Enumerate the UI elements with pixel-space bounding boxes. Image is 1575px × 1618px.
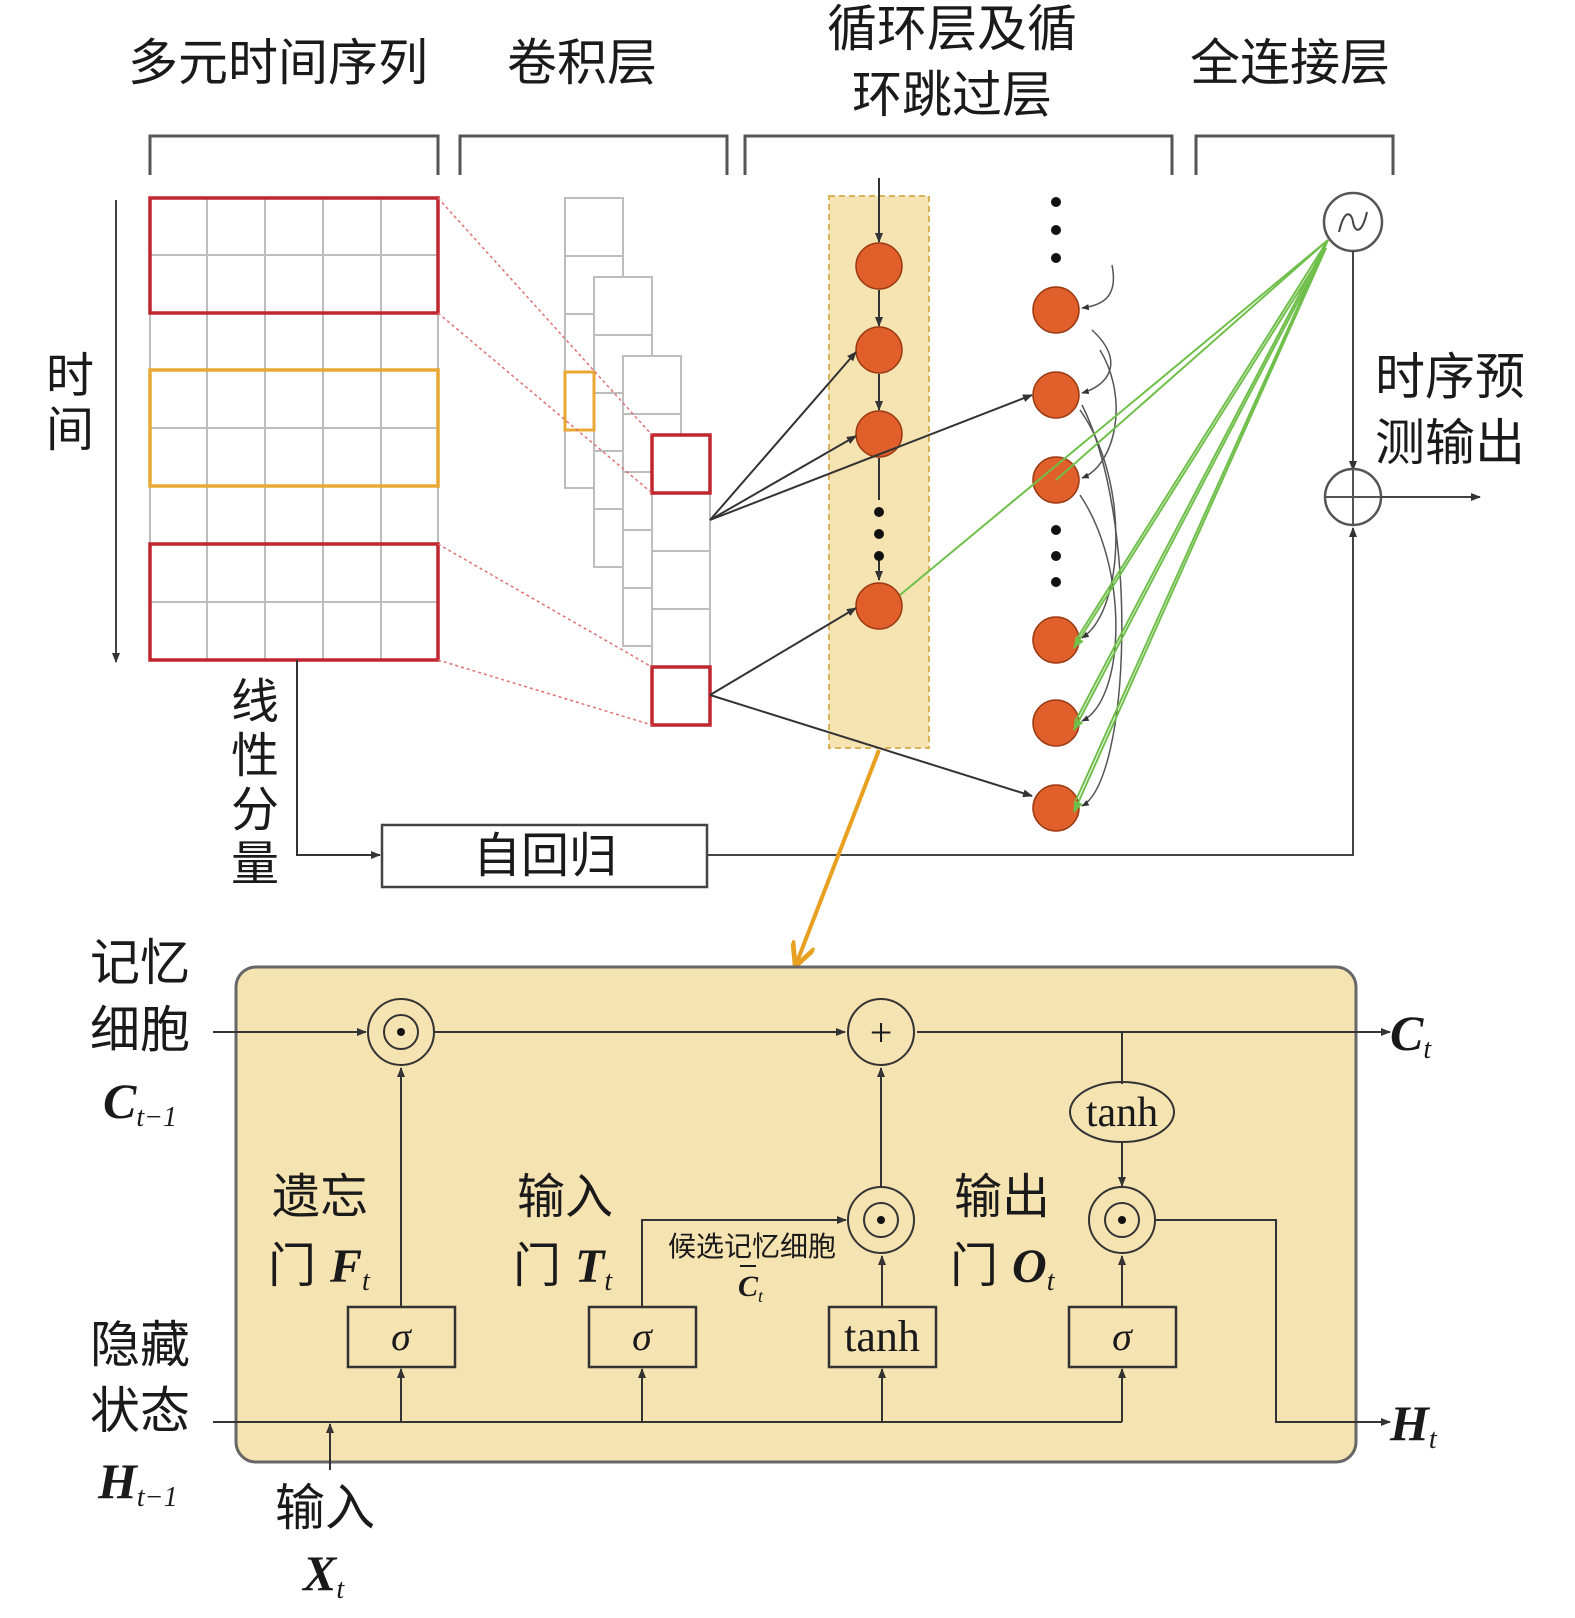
linear-label-4: 量 [231,836,279,892]
rnn-node [855,582,903,630]
forget-multiply-node [367,998,435,1066]
rnn-node [855,410,903,458]
rnn-ellipsis [874,507,884,561]
skip-node [1032,286,1080,334]
skip-ellipsis-top [1051,197,1061,263]
conv-to-recurrent-arrows [709,351,1033,798]
prediction-label-2: 测输出 [1375,414,1525,472]
forget-gate-label-1: 遗忘 [272,1169,368,1225]
conv-cell-top [650,433,712,495]
prediction-label-1: 时序预 [1375,348,1525,406]
section-title-rnn-1: 循环层及循 [827,0,1077,58]
section-brackets [148,134,1395,175]
section-title-fc: 全连接层 [1190,34,1390,92]
skip-connections [1079,264,1123,807]
time-axis-label-1: 时 [46,348,94,404]
c-prev-label: Ct−1 [103,1073,177,1133]
skip-node [1032,699,1080,747]
forget-gate-sigmoid [346,1305,457,1369]
section-title-mts: 多元时间序列 [128,34,428,92]
mts-window-middle [148,368,440,488]
mts-window-top [148,196,440,315]
section-title-conv: 卷积层 [507,34,657,92]
linear-label-1: 线 [231,674,279,730]
input-gate-label-1: 输入 [517,1169,613,1225]
rnn-node [855,326,903,374]
time-axis-label-2: 间 [46,402,94,458]
mts-window-bottom [148,542,440,662]
linear-label-2: 性 [231,728,279,784]
rnn-node [855,242,903,290]
skip-node [1032,784,1080,832]
add-symbol: + [870,1010,893,1055]
skip-node [1032,371,1080,419]
linear-label-3: 分 [231,782,279,838]
output-gate-label-1: 输出 [954,1169,1050,1225]
x-label: Xt [301,1545,345,1605]
candidate-symbol: Ct [738,1270,764,1306]
h-out-arrow [1156,1219,1391,1426]
autoregression-label: 自回归 [473,828,617,884]
h-prev-label: Ht−1 [97,1453,178,1513]
conv-projection-lines [437,197,653,726]
forget-gate-sigma: σ [391,1314,412,1359]
memory-cell-label-1: 记忆 [90,934,190,992]
section-title-rnn-2: 环跳过层 [852,66,1052,124]
conv-cell-orange [563,370,596,432]
skip-ellipsis-middle [1051,525,1061,587]
memory-cell-label-2: 细胞 [90,1001,190,1059]
skip-node [1032,616,1080,664]
h-out-label: Ht [1389,1395,1438,1455]
fc-activation-icon [1338,211,1368,233]
memory-add-node [847,998,915,1066]
autoregression-box [380,823,709,889]
candidate-label: 候选记忆细胞 [668,1230,836,1263]
output-gate-sigma: σ [1112,1314,1133,1359]
conv-feature-maps [564,197,711,726]
hidden-state-label-2: 状态 [90,1382,190,1440]
autoregression-to-sum [707,527,1357,856]
input-gate-sigmoid [587,1305,698,1369]
input-gate-sigma: σ [632,1314,653,1359]
lstm-cell [234,965,1358,1464]
fc-connections [899,239,1329,814]
linear-path [296,660,381,859]
input-label: 输入 [275,1479,375,1537]
output-multiply-node [1088,1186,1156,1254]
output-tanh-label: tanh [1086,1090,1158,1136]
zoom-arrow [797,749,881,962]
c-out-label: Ct [1390,1005,1432,1065]
candidate-tanh-label: tanh [844,1312,920,1361]
mts-grid [149,197,439,661]
hidden-state-label-1: 隐藏 [90,1316,190,1374]
